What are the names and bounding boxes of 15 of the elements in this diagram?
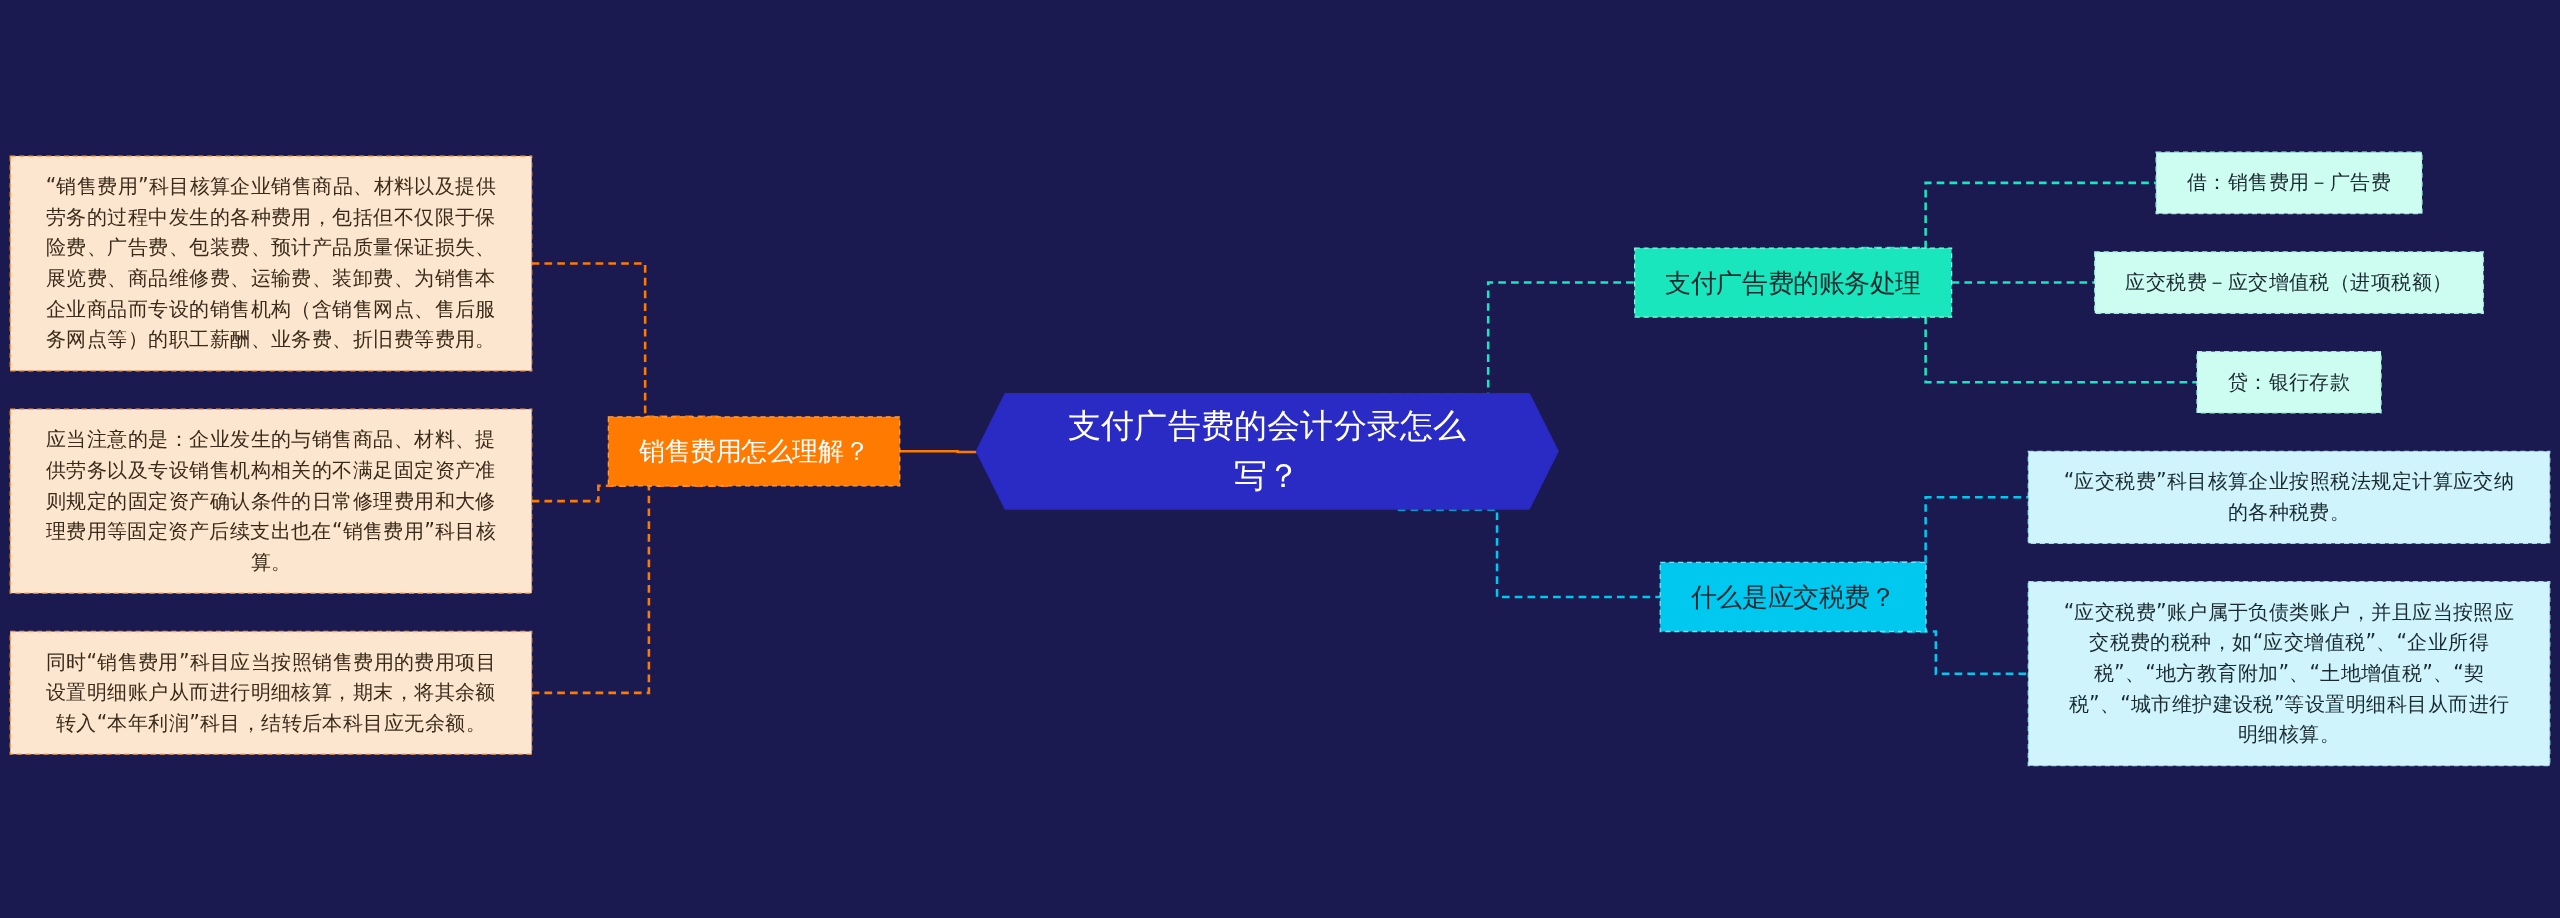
node-box: 借：销售费用－广告费 bbox=[2155, 151, 2423, 215]
connector bbox=[1861, 181, 2157, 250]
connector bbox=[899, 450, 978, 454]
node-box: 销售费用怎么理解？ bbox=[607, 416, 901, 487]
connector bbox=[1951, 281, 2095, 284]
node-box: 贷：银行存款 bbox=[2196, 351, 2382, 414]
node-box: “应交税费”科目核算企业按照税法规定计算应交纳的各种税费。 bbox=[2027, 450, 2551, 544]
node-box: “应交税费”账户属于负债类账户，并且应当按照应交税费的税种，如“应交增值税”、“企业所得税”、“地方教育附加”、“土地增值税”、“契税”、“城市维护建设税”等设置明细科目从而进行明细核算。 bbox=[2027, 581, 2551, 767]
node-box: 应当注意的是：企业发生的与销售商品、材料、提供劳务以及专设销售机构相关的不满足固定资产准则规定的固定资产确认条件的日常修理费用和大修理费用等固定资产后续支出也在“销售费用”科目核算。 bbox=[9, 408, 533, 594]
connector bbox=[1397, 508, 1661, 599]
node-box: 支付广告费的账务处理 bbox=[1634, 247, 1953, 318]
node-box: 应交税费－应交增值税（进项税额） bbox=[2094, 251, 2484, 314]
node-box: 什么是应交税费？ bbox=[1659, 561, 1927, 633]
node-box: “销售费用”科目核算企业销售商品、材料以及提供劳务的过程中发生的各种费用，包括但不仅限于保险费、广告费、包装费、预计产品质量保证损失、展览费、商品维修费、运输费、装卸费、为销售本企业商品而专设的销售机构（含销售网点、售后服务网点等）的职工薪酬、业务费、折旧费等费用。 bbox=[9, 155, 533, 372]
node-box: 同时“销售费用”科目应当按照销售费用的费用项目设置明细账户从而进行明细核算，期末，将其余额转入“本年利润”科目，结转后本科目应无余额。 bbox=[9, 630, 533, 755]
